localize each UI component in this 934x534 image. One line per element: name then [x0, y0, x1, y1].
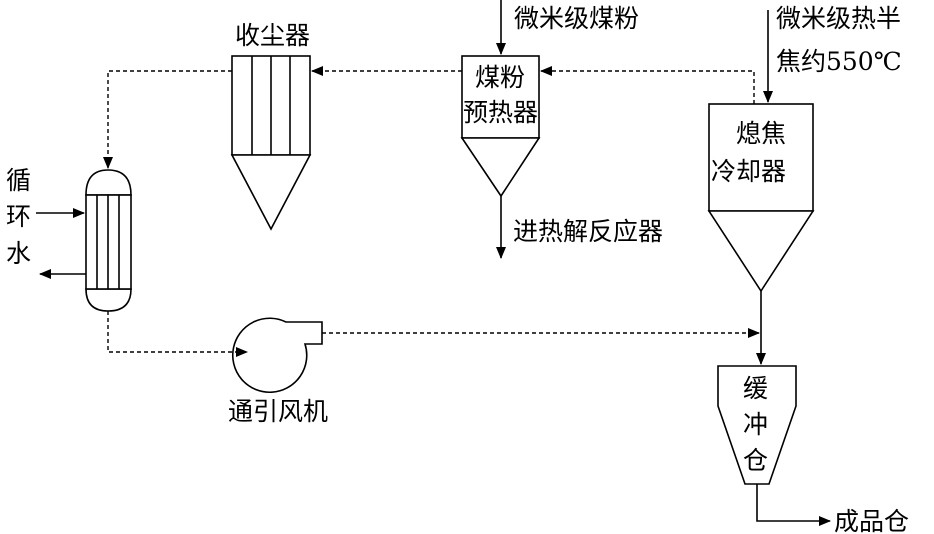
hot-semicoke-label-line2: 焦约550℃ [776, 47, 902, 76]
dust-collector-label: 收尘器 [235, 21, 310, 50]
product-bin-label: 成品仓 [834, 507, 909, 534]
quench-cooler [707, 103, 815, 293]
coal-preheater [460, 55, 541, 198]
circulating-water-char2: 环 [6, 202, 31, 231]
buffer-label-char3: 仓 [743, 446, 768, 475]
to-pyrolysis-label: 进热解反应器 [513, 217, 663, 246]
fan-label: 通引风机 [228, 397, 328, 426]
heat-exchanger [85, 169, 132, 312]
buffer-label-char2: 冲 [743, 410, 768, 439]
buffer-label-char1: 缓 [743, 374, 768, 403]
preheater-label-line2: 预热器 [463, 98, 538, 127]
gas-flow-lines [103, 66, 760, 357]
solid-flow-lines [36, 0, 831, 526]
hot-semicoke-label-line1: 微米级热半 [776, 4, 901, 33]
circulating-water-char1: 循 [6, 166, 31, 195]
quench-label-line2: 冷却器 [711, 157, 786, 186]
buffer-bin [717, 365, 797, 485]
dust-collector [230, 55, 312, 231]
quench-label-line1: 熄焦 [736, 119, 786, 148]
micro-coal-label: 微米级煤粉 [514, 4, 639, 33]
circulating-water-char3: 水 [6, 239, 31, 268]
induced-draft-fan [231, 317, 323, 394]
preheater-label-line1: 煤粉 [475, 63, 525, 92]
